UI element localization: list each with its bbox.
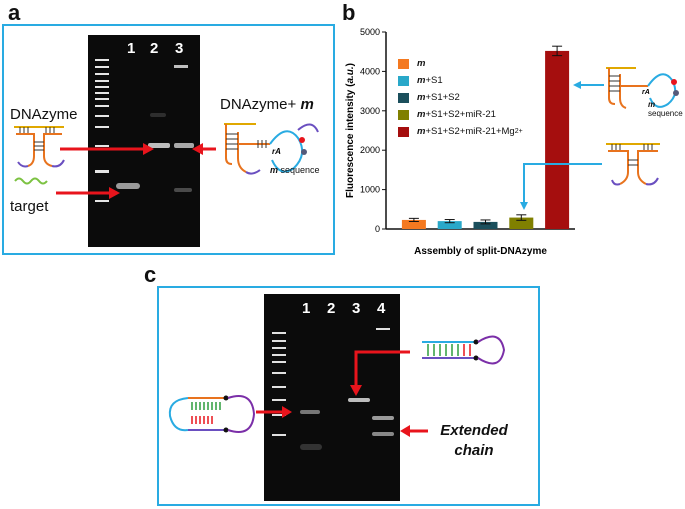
cleaved-complex-schematic-icon: rA <box>606 67 679 109</box>
y-tick-label-0: 0 <box>375 224 380 234</box>
legend-item-1: m+S1 <box>398 72 523 89</box>
bar-1 <box>437 221 462 229</box>
hairpin-schematic-icon <box>168 395 256 433</box>
y-axis-label: Fluorescence intensity (a.u.) <box>345 63 356 198</box>
panel-c-frame <box>157 286 540 506</box>
legend-text-1: +S1 <box>425 75 443 86</box>
gel-c-lane-3: 3 <box>352 300 361 317</box>
gel-a-lane-2: 2 <box>150 40 159 57</box>
gel-c-lane-2: 2 <box>327 300 336 317</box>
duplex-schematic-icon <box>422 335 506 365</box>
legend-item-3: m+S1+S2+miR-21 <box>398 106 523 123</box>
bar-3 <box>509 217 534 229</box>
gel-a-lane-1: 1 <box>127 40 136 57</box>
gel-c-lane-1: 1 <box>302 300 311 317</box>
m-sequence-label-a: m sequence <box>270 165 320 175</box>
bar-4 <box>545 50 570 229</box>
arrow-target-icon <box>109 187 120 199</box>
panel-a-letter: a <box>8 0 21 25</box>
legend-swatch-3 <box>398 109 409 120</box>
m-sequence-label-b: m sequence <box>648 100 685 118</box>
y-tick-label-3: 3000 <box>360 106 380 116</box>
panel-c-letter: c <box>144 262 157 287</box>
arrow-duplex-icon <box>350 385 362 396</box>
panel-b-letter: b <box>342 0 356 25</box>
gel-c-image <box>264 294 400 501</box>
legend-text-3: +S1+S2+miR-21 <box>425 109 496 120</box>
y-tick-label-1: 1000 <box>360 185 380 195</box>
legend-text-4: +S1+S2+miR-21+Mg <box>425 126 515 137</box>
split-dnazyme-schematic-icon <box>606 143 660 186</box>
dnazyme-schematic-icon <box>14 126 65 168</box>
dnazyme-m-italic: m <box>300 96 314 113</box>
gel-a-lane-3: 3 <box>175 40 184 57</box>
legend-sup-4: 2+ <box>514 128 523 135</box>
legend-swatch-0 <box>398 58 409 69</box>
legend-m-1: m <box>417 75 426 86</box>
legend-swatch-1 <box>398 75 409 86</box>
bar-0 <box>401 219 426 229</box>
target-strand-icon <box>14 177 48 185</box>
gel-a-bands <box>95 59 194 202</box>
arrow-dnazyme-icon <box>143 143 154 155</box>
arrow-hairpin-icon <box>282 406 292 418</box>
dnazyme-m-prefix: DNAzyme+ <box>220 96 301 113</box>
y-tick-label-2: 2000 <box>360 145 380 155</box>
dnazyme-m-rA: rA <box>272 147 281 156</box>
arrow-to-olive-bar-icon <box>520 202 528 210</box>
y-tick-label-4: 4000 <box>360 66 380 76</box>
gel-c-lane-4: 4 <box>377 300 386 317</box>
panel-b-rA: rA <box>642 89 650 96</box>
legend-m-3: m <box>417 109 426 120</box>
chart-bars <box>401 45 570 229</box>
legend-m-0: m <box>417 58 426 69</box>
dnazyme-label: DNAzyme <box>10 106 78 123</box>
y-tick-label-5: 5000 <box>360 27 380 37</box>
legend-m-2: m <box>417 92 426 103</box>
legend-swatch-4 <box>398 126 409 137</box>
m-sequence-a-italic: m <box>270 165 279 175</box>
arrow-dnazyme-m-icon <box>192 143 203 155</box>
legend-swatch-2 <box>398 92 409 103</box>
extended-chain-label: Extended chain <box>426 421 522 461</box>
gel-c-bands <box>272 328 394 450</box>
extended-line1: Extended <box>440 422 508 439</box>
arrow-extended-icon <box>400 425 410 437</box>
m-sequence-a-text: sequence <box>278 165 320 175</box>
target-label: target <box>10 198 49 215</box>
m-sequence-b-italic: m <box>648 100 656 109</box>
arrow-to-red-bar-icon <box>573 81 581 89</box>
gel-a-image <box>88 35 200 247</box>
dnazyme-m-schematic-icon: rA <box>224 123 319 175</box>
legend-item-2: m+S1+S2 <box>398 89 523 106</box>
bar-2 <box>473 221 498 229</box>
m-sequence-b-text: sequence <box>648 109 683 118</box>
legend-m-4: m <box>417 126 426 137</box>
legend-item-0: m <box>398 55 523 72</box>
panel-a-frame <box>2 24 335 255</box>
legend-text-2: +S1+S2 <box>425 92 460 103</box>
extended-line2: chain <box>454 442 494 459</box>
x-axis-label: Assembly of split-DNAzyme <box>414 246 547 257</box>
dnazyme-m-label: DNAzyme+ m <box>220 96 314 113</box>
